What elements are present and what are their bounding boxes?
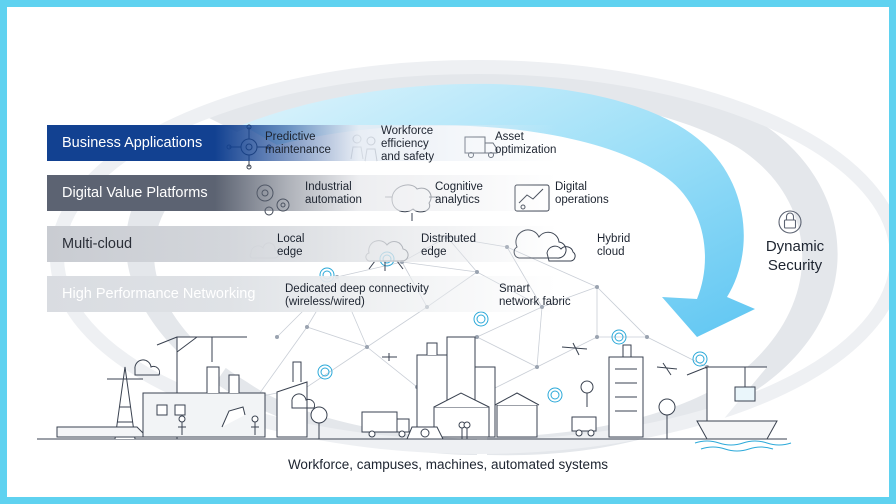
layer-label: Business Applications [62, 135, 203, 151]
footer-caption: Workforce, campuses, machines, automated… [287, 457, 609, 472]
layer-label: High Performance Networking [62, 286, 256, 302]
layer-digital-value-platforms: Digital Value Platforms [47, 175, 647, 211]
cityscape [37, 336, 787, 440]
sky-objects [134, 342, 678, 409]
layer-label: Digital Value Platforms [62, 185, 208, 201]
lock-icon [778, 210, 802, 234]
layer-multi-cloud: Multi-cloud [47, 226, 647, 262]
diagram-frame: Business Applications Digital Value Plat… [7, 7, 889, 497]
water [694, 440, 792, 452]
label-dedicated-connectivity: Dedicated deep connectivity(wireless/wir… [285, 283, 429, 308]
layer-high-performance-networking: High Performance Networking [47, 276, 647, 312]
layer-business-applications: Business Applications [47, 125, 647, 161]
layer-label: Multi-cloud [62, 236, 133, 252]
